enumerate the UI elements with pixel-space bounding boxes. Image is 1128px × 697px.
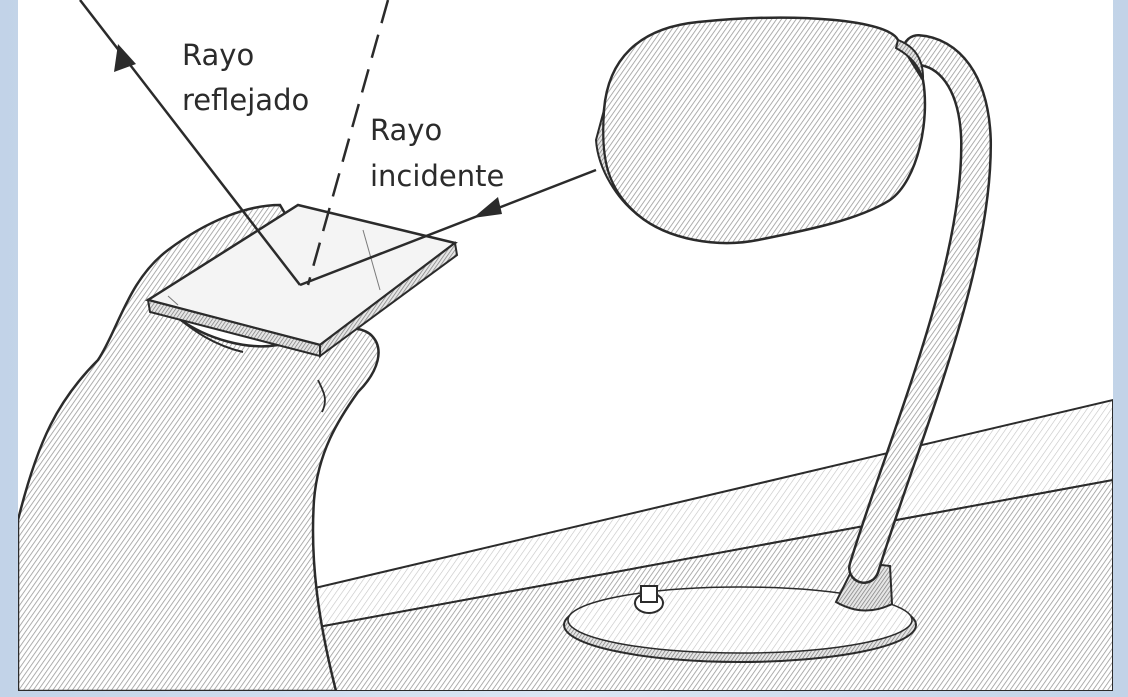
reflected-label-line1: Rayo	[182, 38, 254, 72]
lamp-shade	[596, 18, 925, 243]
incident-label-line1: Rayo	[370, 113, 442, 147]
reflection-illustration: Rayo reflejado Rayo incidente	[18, 0, 1113, 691]
incident-label-line2: incidente	[370, 159, 504, 193]
incident-arrowhead	[473, 197, 502, 218]
incident-ray-label: Rayo incidente	[370, 113, 504, 193]
reflected-ray-label: Rayo reflejado	[182, 38, 309, 117]
diagram-canvas: Rayo reflejado Rayo incidente	[18, 0, 1113, 691]
reflected-label-line2: reflejado	[182, 83, 309, 117]
